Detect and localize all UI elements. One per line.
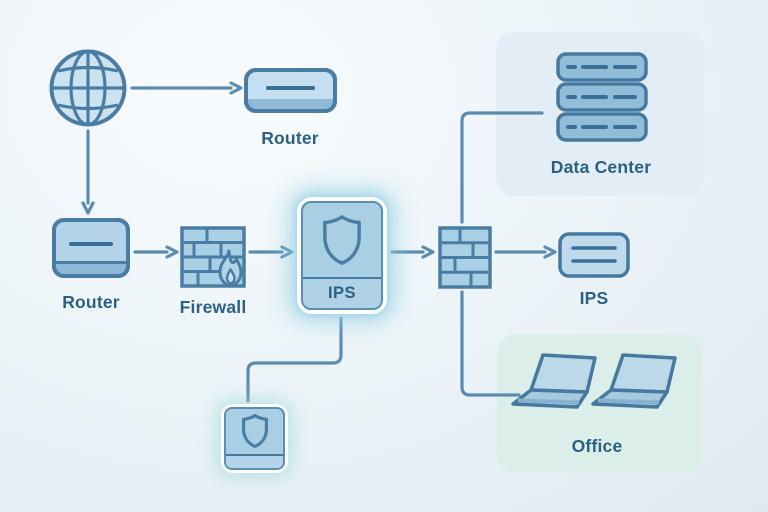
internet-globe-icon [49, 49, 127, 127]
firewall-icon [180, 226, 246, 288]
laptop-icon [591, 353, 677, 409]
ips-appliance-divider [303, 276, 381, 279]
shield-icon [241, 414, 268, 449]
router-edge-label: Router [62, 292, 120, 312]
firewall-internal-icon [438, 226, 492, 289]
ips-appliance-main: IPS [297, 197, 387, 314]
shield-device-body [224, 407, 285, 470]
data-center-label: Data Center [550, 157, 652, 177]
router-top-label: Router [261, 128, 319, 148]
server-stack-icon [556, 52, 648, 142]
flame-icon [218, 249, 243, 287]
shield-device-band [226, 456, 283, 468]
office-label: Office [571, 436, 623, 456]
shield-icon [323, 214, 361, 265]
ips-sensor-icon [558, 232, 630, 278]
edge-firewall-datacenter [460, 111, 544, 224]
ips-appliance-body: IPS [301, 201, 383, 310]
ips-main-label: IPS [303, 279, 381, 308]
laptop-icon [511, 353, 597, 409]
shield-device-divider [226, 453, 283, 456]
firewall-label: Firewall [179, 297, 247, 317]
router-edge-icon [52, 218, 130, 278]
edge-ips-shield-device [246, 316, 343, 403]
ips-sensor-label: IPS [579, 288, 609, 308]
shield-device [221, 404, 288, 473]
router-top-icon [244, 68, 337, 113]
edge-firewall-office [460, 290, 521, 397]
